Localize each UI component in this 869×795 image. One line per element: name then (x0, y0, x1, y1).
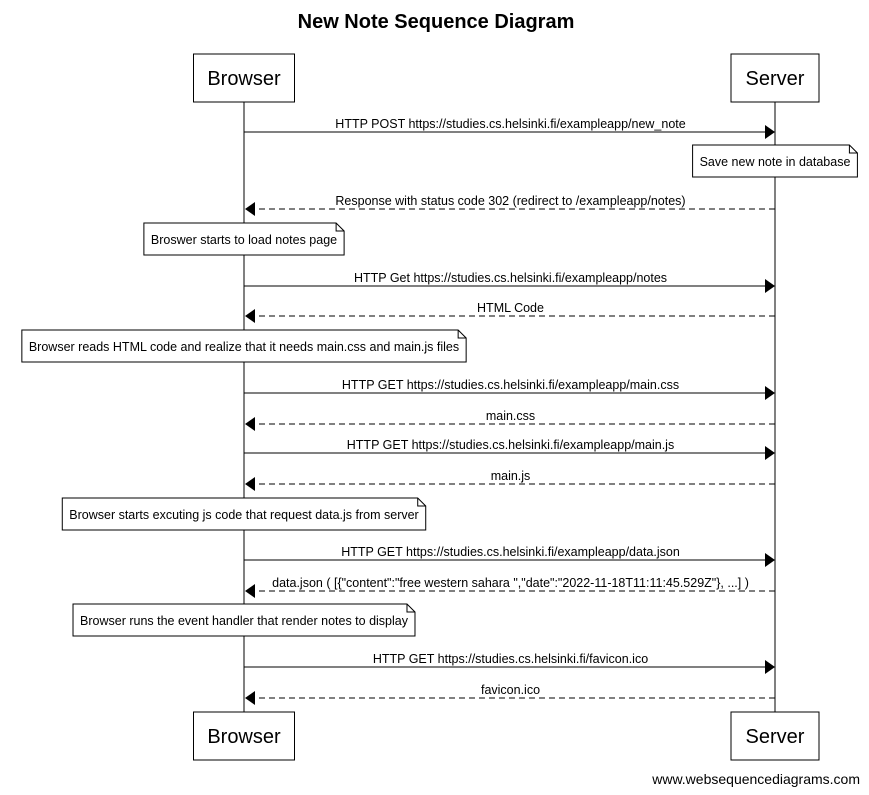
arrow-head-icon (245, 691, 255, 705)
message-arrow: HTTP Get https://studies.cs.helsinki.fi/… (244, 271, 775, 293)
watermark: www.websequencediagrams.com (651, 771, 860, 787)
participant-label: Browser (207, 726, 281, 748)
arrow-head-icon (245, 477, 255, 491)
diagram-steps: HTTP POST https://studies.cs.helsinki.fi… (21, 117, 858, 705)
arrow-head-icon (765, 386, 775, 400)
note-text: Browser runs the event handler that rend… (80, 614, 409, 628)
message-arrow: HTTP GET https://studies.cs.helsinki.fi/… (244, 652, 775, 674)
message-arrow: data.json ( [{"content":"free western sa… (245, 576, 775, 598)
arrow-head-icon (245, 202, 255, 216)
message-label: main.js (491, 469, 531, 483)
message-arrow: Response with status code 302 (redirect … (245, 194, 775, 216)
note-fold-icon (335, 223, 345, 232)
note: Browser reads HTML code and realize that… (21, 329, 467, 363)
message-label: HTTP POST https://studies.cs.helsinki.fi… (335, 117, 685, 131)
message-arrow: HTTP POST https://studies.cs.helsinki.fi… (244, 117, 775, 139)
participant-server-top: Server (730, 53, 820, 103)
arrow-head-icon (765, 279, 775, 293)
note-text: Save new note in database (700, 155, 851, 169)
note: Browser runs the event handler that rend… (72, 603, 416, 637)
note-text: Browser reads HTML code and realize that… (29, 340, 459, 354)
arrow-head-icon (245, 584, 255, 598)
participant-label: Server (746, 726, 805, 748)
message-label: Response with status code 302 (redirect … (335, 194, 685, 208)
note-fold-icon (417, 498, 426, 507)
message-label: HTTP Get https://studies.cs.helsinki.fi/… (354, 271, 667, 285)
arrow-head-icon (765, 660, 775, 674)
note: Broswer starts to load notes page (143, 222, 345, 256)
diagram-title: New Note Sequence Diagram (298, 11, 575, 33)
message-label: HTTP GET https://studies.cs.helsinki.fi/… (341, 545, 680, 559)
arrow-head-icon (245, 309, 255, 323)
message-arrow: main.css (245, 409, 775, 431)
message-label: HTTP GET https://studies.cs.helsinki.fi/… (342, 378, 679, 392)
note-fold-icon (406, 604, 415, 613)
note: Browser starts excuting js code that req… (61, 497, 427, 531)
message-label: HTTP GET https://studies.cs.helsinki.fi/… (347, 438, 674, 452)
note-text: Browser starts excuting js code that req… (69, 508, 418, 522)
message-label: favicon.ico (481, 683, 540, 697)
arrow-head-icon (245, 417, 255, 431)
participant-label: Browser (207, 68, 281, 90)
participant-server-bottom: Server (730, 711, 820, 761)
message-label: main.css (486, 409, 535, 423)
message-arrow: HTTP GET https://studies.cs.helsinki.fi/… (244, 545, 775, 567)
note-text: Broswer starts to load notes page (151, 233, 337, 247)
note-fold-icon (457, 330, 467, 339)
arrow-head-icon (765, 446, 775, 460)
arrow-head-icon (765, 553, 775, 567)
participant-browser-top: Browser (193, 53, 295, 103)
message-label: HTTP GET https://studies.cs.helsinki.fi/… (373, 652, 648, 666)
note-fold-icon (848, 145, 858, 154)
participant-label: Server (746, 68, 805, 90)
arrow-head-icon (765, 125, 775, 139)
message-label: HTML Code (477, 301, 544, 315)
participant-browser-bottom: Browser (193, 711, 295, 761)
message-arrow: HTTP GET https://studies.cs.helsinki.fi/… (244, 438, 775, 460)
message-arrow: HTTP GET https://studies.cs.helsinki.fi/… (244, 378, 775, 400)
message-arrow: favicon.ico (245, 683, 775, 705)
note: Save new note in database (692, 144, 858, 178)
message-arrow: HTML Code (245, 301, 775, 323)
message-label: data.json ( [{"content":"free western sa… (272, 576, 749, 590)
message-arrow: main.js (245, 469, 775, 491)
